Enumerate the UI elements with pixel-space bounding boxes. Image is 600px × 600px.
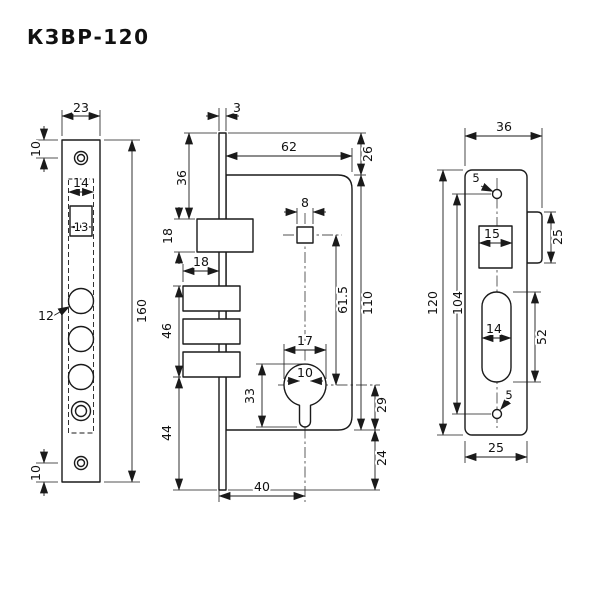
bolt-hole-1 [67,287,95,315]
dim-text-plate-bottom-offset: 24 [374,450,389,466]
lower-hole-outer [70,400,92,422]
dim-bottom-hole-offset: 10 [26,449,58,496]
dim-text-cylinder-height: 33 [242,388,257,404]
dim-text-faceplate-width: 23 [73,100,89,115]
dim-case-width: 62 [225,137,353,172]
dim-text-top-hole-offset: 10 [28,141,43,157]
faceplate-front-view: 23 10 14 13 12 160 [26,98,151,496]
dim-square-hole-width: 13 [70,218,92,236]
lock-body-side-view: 3 62 26 110 29 24 [157,98,391,502]
dim-text-pin-bottom-offset: 44 [159,425,174,441]
dim-text-recess-width: 14 [73,175,89,190]
dim-text-cylinder-stem-width: 10 [297,365,313,380]
screw-hole-bottom [73,455,89,471]
dim-text-bottom-hole-offset: 10 [28,465,43,481]
dim-text-strike-screw-top: 5 [472,171,479,185]
dim-strike-bottom-width: 25 [464,438,528,463]
latch-bolt [196,218,254,253]
dim-text-strike-tab-height: 25 [550,229,565,245]
dim-text-latch-height: 18 [160,228,175,244]
dim-strike-width: 36 [464,117,543,208]
dim-faceplate-width: 23 [61,98,101,136]
dim-top-hole-offset: 10 [26,126,58,172]
dim-latch-top-offset: 36 [172,132,217,220]
dim-cylinder-bottom-offset: 29 [370,384,391,431]
dim-pin-bottom-offset: 44 [157,376,217,491]
dim-strike-screw-span: 104 [448,193,491,415]
screw-hole-bottom-inner [76,458,86,468]
dim-faceplate-height: 160 [104,139,151,483]
dim-text-faceplate-height: 160 [134,299,149,323]
strike-screw-hole-bottom [491,408,503,420]
dim-strike-latch-hole-width: 15 [478,224,513,248]
dim-text-pin-span: 46 [159,323,174,339]
strike-bolt-slot [481,291,512,383]
dim-text-strike-screw-bottom: 5 [505,388,512,402]
dim-cylinder-diameter: 17 [283,331,327,379]
dim-text-backset: 40 [254,479,270,494]
dim-cylinder-height: 33 [240,363,302,428]
dim-text-case-top-offset: 26 [360,146,375,162]
lower-hole-inner [74,404,88,418]
dim-cylinder-stem-width: 10 [287,363,323,386]
screw-hole-top [73,150,89,166]
dim-backset: 40 [218,477,306,502]
dim-centers-distance: 61.5 [331,234,352,386]
dim-case-height: 110 [354,174,380,431]
dim-latch-height: 18 [158,207,195,264]
strike-plate-tab [526,211,543,264]
spindle-square-hole [296,226,314,244]
dim-strike-screw-top: 5 [470,169,494,192]
dim-text-cylinder-bottom-offset: 29 [374,397,389,413]
dim-text-centers-distance: 61.5 [335,286,350,314]
deadbolt-pin-2 [182,318,241,345]
dim-text-bolt-hole-diameter: 12 [38,308,54,323]
dim-text-strike-slot-width: 14 [486,321,502,336]
dim-text-strike-bottom-width: 25 [488,440,504,455]
deadbolt-pin-3 [182,351,241,378]
dim-strike-screw-bottom: 5 [500,386,515,410]
dim-text-strike-width: 36 [496,119,512,134]
dim-strike-tab-height: 25 [544,211,567,264]
strike-plate-view: 36 5 15 25 14 52 [423,117,567,463]
dim-text-cylinder-diameter: 17 [297,333,313,348]
dim-text-case-width: 62 [281,139,297,154]
dim-text-case-height: 110 [360,291,375,315]
dim-strike-slot-height: 52 [513,291,551,383]
dim-spindle-square: 8 [284,193,326,224]
dim-text-latch-top-offset: 36 [174,170,189,186]
dim-text-strike-height: 120 [425,291,440,315]
dim-text-spindle-square: 8 [301,195,309,210]
dim-text-strike-screw-span: 104 [450,291,465,315]
bolt-hole-3 [67,363,95,391]
dim-recess-width: 14 [67,173,95,197]
bolt-hole-2 [67,325,95,353]
screw-hole-top-inner [76,153,86,163]
dim-text-plate-thickness: 3 [233,100,241,115]
dim-pin-throw: 18 [182,252,220,282]
dim-text-square-hole-width: 13 [74,220,89,234]
dim-plate-thickness: 3 [206,98,243,131]
dim-bolt-hole-diameter: 12 [36,306,71,325]
faceplate-recess-dashed [68,178,94,434]
dim-plate-bottom-offset: 24 [228,429,391,491]
dim-text-pin-throw: 18 [193,254,209,269]
dim-text-strike-slot-height: 52 [534,329,549,345]
lock-case-outline [225,174,353,431]
dim-strike-height: 120 [423,169,463,436]
dim-case-top-offset: 26 [228,132,377,176]
dim-pin-span: 46 [157,285,184,378]
dim-text-strike-latch-hole-width: 15 [484,226,500,241]
drawing-title: КЗВР-120 [27,25,150,49]
strike-screw-hole-top [491,188,503,200]
deadbolt-pin-1 [182,285,241,312]
dim-strike-slot-width: 14 [481,319,512,343]
